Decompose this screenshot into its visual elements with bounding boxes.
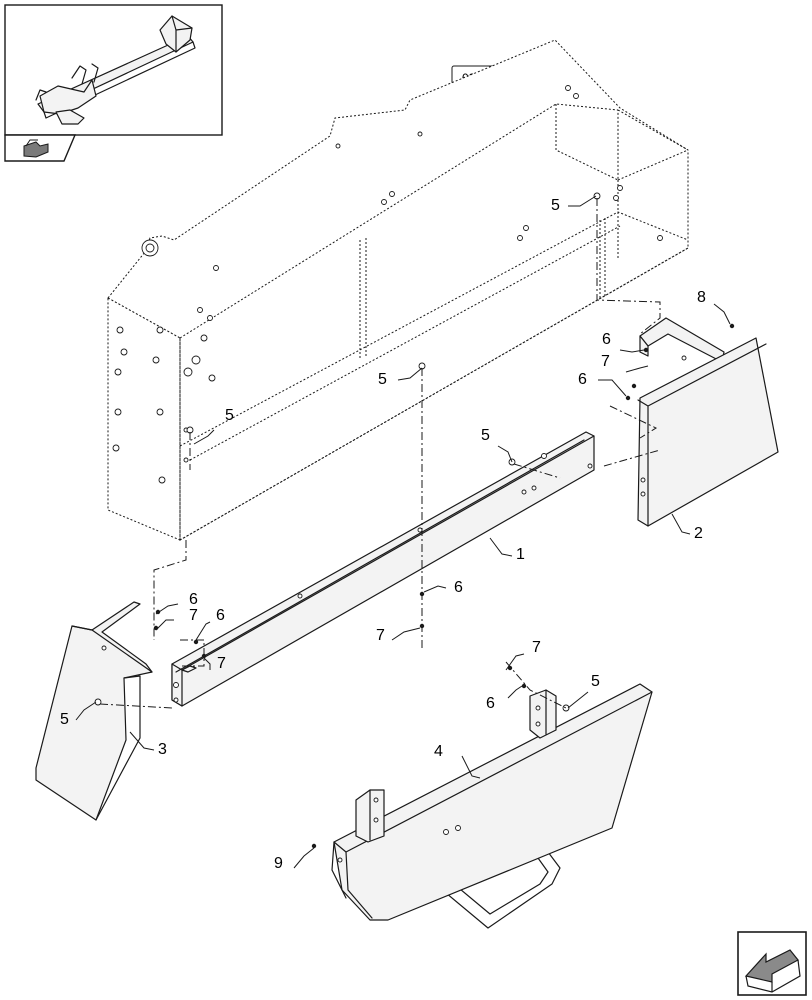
callout-label: 5 [60, 711, 69, 728]
assembly-lines [99, 198, 661, 709]
callout-label: 6 [486, 695, 495, 712]
callout-label: 7 [532, 639, 541, 656]
callout-label: 7 [376, 627, 385, 644]
callout-label: 6 [578, 371, 587, 388]
callout-label: 7 [189, 607, 198, 624]
callout-label: 1 [516, 546, 525, 563]
housing-outline [107, 39, 689, 541]
callout-label: 7 [601, 353, 610, 370]
part-2-end-panel[interactable] [637, 317, 779, 527]
callout-label: 6 [189, 591, 198, 608]
callout-label: 6 [454, 579, 463, 596]
callout-label: 5 [551, 197, 560, 214]
assembly-thumbnail-icon[interactable] [4, 4, 223, 136]
callout-label: 6 [602, 331, 611, 348]
callout-label: 7 [217, 655, 226, 672]
callout-label: 5 [225, 407, 234, 424]
part-3-end-panel[interactable] [35, 601, 153, 821]
callout-label: 5 [378, 371, 387, 388]
callout-leaders [75, 195, 731, 869]
callout-label: 6 [216, 607, 225, 624]
callout-label: 2 [694, 525, 703, 542]
callout-label: 5 [591, 673, 600, 690]
callout-label: 9 [274, 855, 283, 872]
callout-label: 8 [697, 289, 706, 306]
part-4-lower-cover[interactable] [331, 683, 653, 929]
next-page-arrow-icon[interactable] [737, 931, 807, 996]
callout-label: 5 [481, 427, 490, 444]
callout-label: 4 [434, 743, 443, 760]
callout-label: 3 [158, 741, 167, 758]
callout-labels: 1 2 3 4 5 5 5 5 5 5 6 6 6 6 6 6 7 7 7 7 … [60, 197, 706, 872]
part-1-beam[interactable] [171, 431, 595, 707]
previous-page-arrow-icon[interactable] [4, 134, 77, 162]
